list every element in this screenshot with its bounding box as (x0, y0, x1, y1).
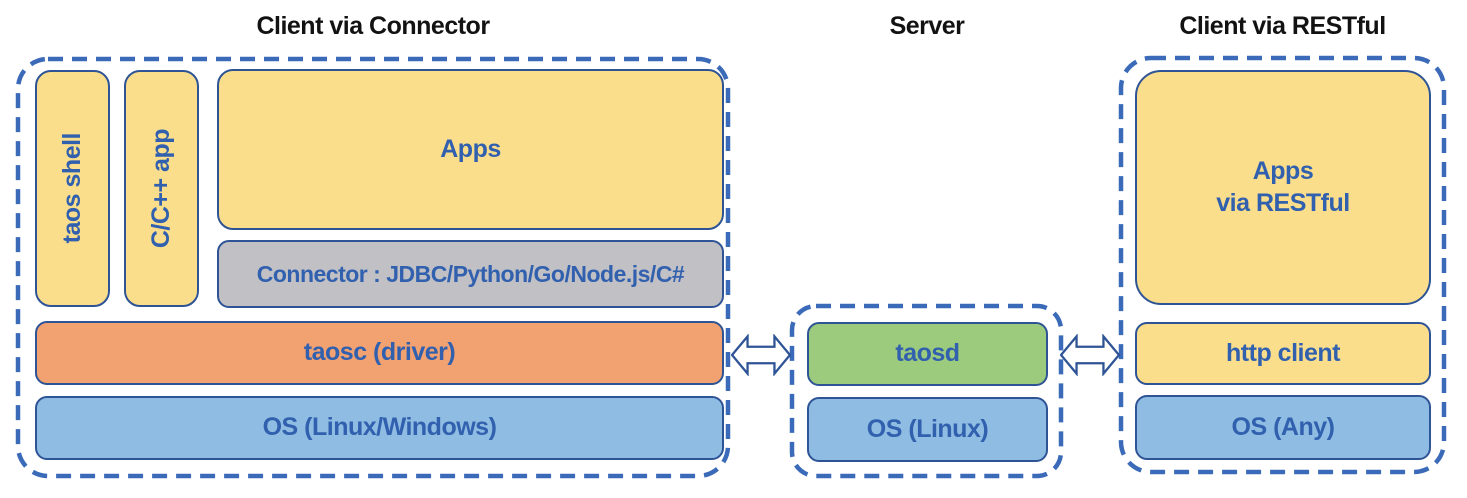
box-http-client-label: http client (1226, 338, 1340, 367)
box-http-client: http client (1135, 322, 1431, 385)
box-os-linux-label: OS (Linux) (866, 414, 989, 443)
dashed-border (789, 303, 1064, 479)
group-client-via-restful (1118, 55, 1447, 475)
box-taosc-driver: taosc (driver) (35, 321, 724, 385)
box-os-linux-windows-label: OS (Linux/Windows) (262, 413, 497, 442)
box-os-any-label: OS (Any) (1231, 412, 1335, 441)
box-taosc-driver-label: taosc (driver) (303, 338, 456, 367)
dashed-border (15, 56, 731, 479)
dashed-border (1118, 55, 1447, 475)
box-os-linux-windows: OS (Linux/Windows) (35, 396, 724, 460)
box-cpp-app-label: C/C++ app (146, 128, 175, 249)
box-apps-via-restful: Apps via RESTful (1135, 70, 1431, 305)
section-title-server: Server (889, 12, 965, 40)
box-os-linux: OS (Linux) (807, 397, 1048, 462)
bidirectional-arrow-icon (731, 334, 791, 376)
box-taos-shell: taos shell (35, 70, 110, 307)
box-cpp-app: C/C++ app (124, 70, 199, 307)
group-client-via-connector (15, 56, 731, 479)
section-title-client-via-connector: Client via Connector (256, 12, 490, 40)
box-taos-shell-label: taos shell (57, 133, 86, 244)
box-connector-label: Connector : JDBC/Python/Go/Node.js/C# (256, 260, 685, 287)
box-apps: Apps (217, 69, 724, 230)
box-apps-label: Apps (440, 134, 501, 163)
box-apps-via-restful-label: Apps via RESTful (1216, 157, 1350, 217)
box-taosd: taosd (807, 322, 1048, 386)
box-os-any: OS (Any) (1135, 395, 1431, 460)
section-title-client-via-restful: Client via RESTful (1179, 12, 1386, 40)
bidirectional-arrow-icon (1060, 334, 1120, 376)
box-connector: Connector : JDBC/Python/Go/Node.js/C# (217, 240, 724, 308)
group-server (789, 303, 1064, 479)
box-taosd-label: taosd (895, 339, 960, 368)
